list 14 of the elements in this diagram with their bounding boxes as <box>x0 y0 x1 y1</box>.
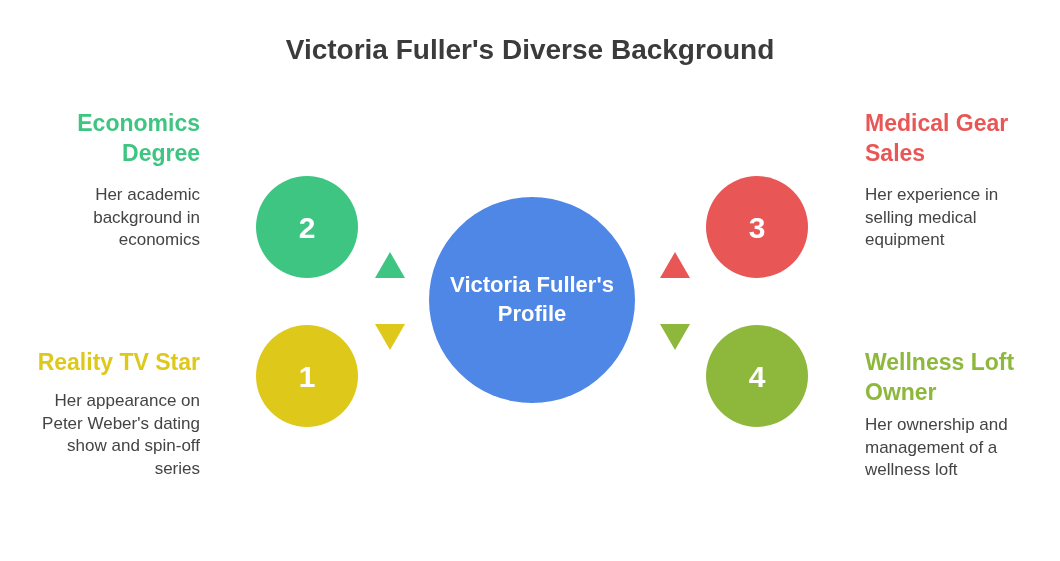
step-number: 2 <box>298 209 316 246</box>
description: Her ownership and management of a wellness loft <box>865 414 1009 481</box>
step-number: 1 <box>298 358 316 395</box>
description: Her academic background in economics <box>92 184 200 251</box>
heading: Reality TV Star <box>36 348 200 377</box>
circle-label: Victoria Fuller's Profile <box>449 271 615 328</box>
step-number: 4 <box>748 358 766 395</box>
description: Her appearance on Peter Weber's dating show and spin-off series <box>41 390 200 480</box>
step-number: 3 <box>748 209 766 246</box>
title: Victoria Fuller's Diverse Background <box>284 34 776 66</box>
description: Her experience in selling medical equipment <box>865 184 1000 251</box>
heading: Medical Gear Sales <box>865 109 1010 168</box>
heading: Economics Degree <box>76 109 200 168</box>
heading: Wellness Loft Owner <box>865 348 1016 407</box>
